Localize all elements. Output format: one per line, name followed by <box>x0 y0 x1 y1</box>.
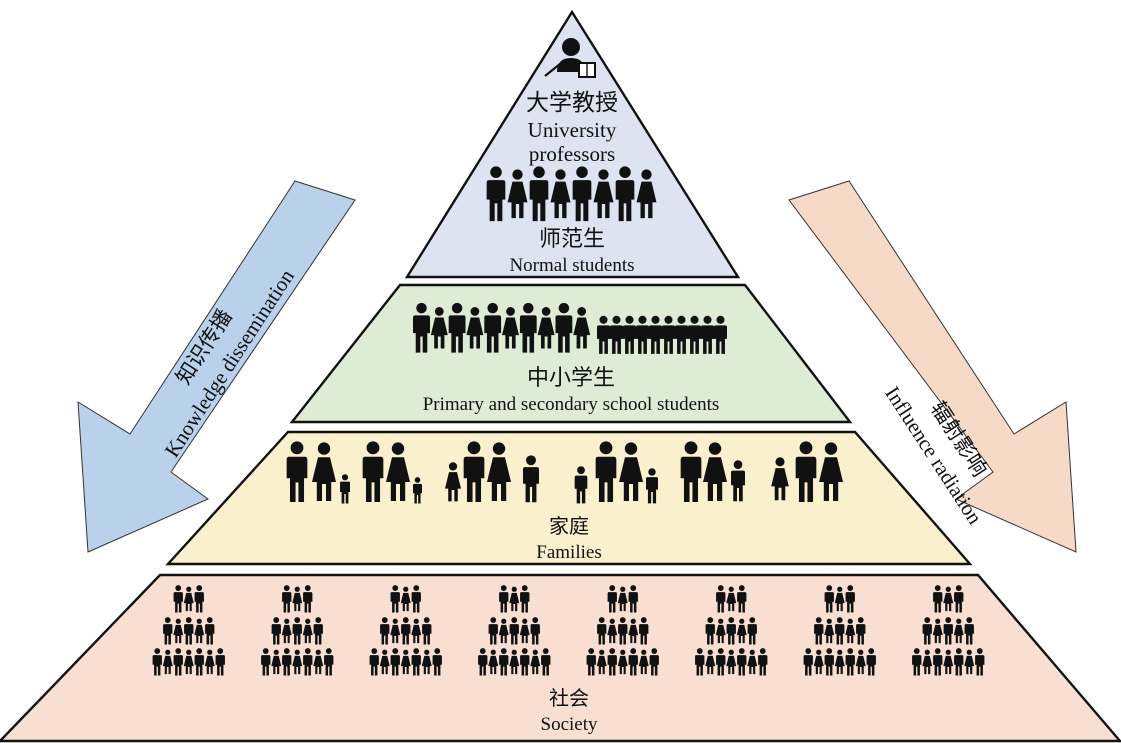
professors-en-label-line2: professors <box>529 142 615 166</box>
left-arrow-shape <box>77 180 356 553</box>
families-zh-label: 家庭 <box>549 515 589 538</box>
society-en-label: Society <box>541 714 598 735</box>
society-zh-label: 社会 <box>549 687 589 710</box>
tier-families: 家庭 Families <box>165 430 973 566</box>
school-students-zh-label: 中小学生 <box>527 365 615 390</box>
right-arrow-shape <box>788 180 1077 553</box>
professors-en-label-line1: University <box>528 118 617 142</box>
normal-students-en-label: Normal students <box>509 255 634 276</box>
normal-students-zh-label: 师范生 <box>539 226 605 251</box>
families-en-label: Families <box>536 542 601 563</box>
teacher-with-book-icon <box>544 38 596 78</box>
tier-society: 社会 Society <box>0 573 1121 743</box>
professors-zh-label: 大学教授 <box>526 90 618 115</box>
school-students-en-label: Primary and secondary school students <box>423 394 720 415</box>
society-band <box>0 573 1121 743</box>
tier-professors-and-normal-students: 大学教授 University professors 师范生 Normal st… <box>404 9 741 279</box>
tier-school-students: 中小学生 Primary and secondary school studen… <box>289 283 853 424</box>
